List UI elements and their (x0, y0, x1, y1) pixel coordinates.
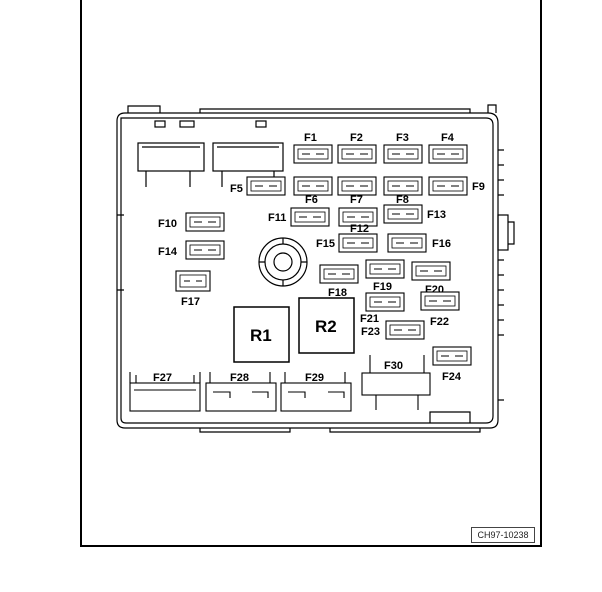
fuse-f16 (387, 233, 427, 253)
fuse-label-f4: F4 (441, 132, 455, 144)
fuse-label-f29: F29 (305, 372, 324, 384)
fuse-f22 (420, 291, 460, 311)
reference-code: CH97-10238 (471, 527, 535, 543)
fuse-f13 (383, 204, 423, 224)
relay-label-r1: R1 (250, 326, 272, 345)
fuse-label-f16: F16 (432, 238, 451, 250)
fuse-label-f7: F7 (350, 194, 363, 206)
fuse-f20 (411, 261, 451, 281)
fuse-label-f5: F5 (230, 183, 243, 195)
fuse-label-f17: F17 (181, 296, 200, 308)
fuse-label-f1: F1 (304, 132, 317, 144)
large-fuse-housings (129, 355, 431, 412)
fuse-box-housing (116, 104, 515, 433)
fuse-f14 (185, 240, 225, 260)
fuse-label-f27: F27 (153, 372, 172, 384)
fuse-f1 (293, 144, 333, 164)
fuse-label-f19: F19 (373, 281, 392, 293)
fuse-f15 (338, 233, 378, 253)
fuse-f21 (365, 292, 405, 312)
fuse-f24 (432, 346, 472, 366)
relay-label-r2: R2 (315, 317, 337, 336)
fuse-f4 (428, 144, 468, 164)
fuse-label-f2: F2 (350, 132, 363, 144)
fuse-f18 (319, 264, 359, 284)
fuse-f19 (365, 259, 405, 279)
fuse-label-f30: F30 (384, 360, 403, 372)
fuse-f6 (293, 176, 333, 196)
fuse-f8 (383, 176, 423, 196)
fuse-f23 (385, 320, 425, 340)
fuse-f9 (428, 176, 468, 196)
fuse-f5 (246, 176, 286, 196)
fuse-f10 (185, 212, 225, 232)
fuse-label-f18: F18 (328, 287, 347, 299)
fuse-label-f24: F24 (442, 371, 462, 383)
fuse-label-f9: F9 (472, 181, 485, 193)
fuse-label-f6: F6 (305, 194, 318, 206)
fuse-label-f22: F22 (430, 316, 449, 328)
fuse-label-f15: F15 (316, 238, 335, 250)
fuse-f2 (337, 144, 377, 164)
fuse-label-f21: F21 (360, 313, 379, 325)
fuse-label-f11: F11 (268, 212, 286, 224)
fuse-label-f13: F13 (427, 209, 446, 221)
relay-r1 (233, 306, 290, 363)
fuse-f3 (383, 144, 423, 164)
fuse-f17 (175, 270, 211, 292)
fuse-label-f23: F23 (361, 326, 380, 338)
diagram-frame (80, 0, 542, 547)
fuse-f12 (338, 207, 378, 227)
fuse-f7 (337, 176, 377, 196)
fuse-label-f28: F28 (230, 372, 249, 384)
relay-r2 (298, 297, 355, 354)
fuse-label-f14: F14 (158, 246, 178, 258)
fuse-f11 (290, 207, 330, 227)
fuse-label-f12: F12 (350, 223, 369, 235)
fuse-label-f3: F3 (396, 132, 409, 144)
fuse-label-f8: F8 (396, 194, 409, 206)
relay-group (233, 297, 355, 363)
fuse-label-f10: F10 (158, 218, 177, 230)
